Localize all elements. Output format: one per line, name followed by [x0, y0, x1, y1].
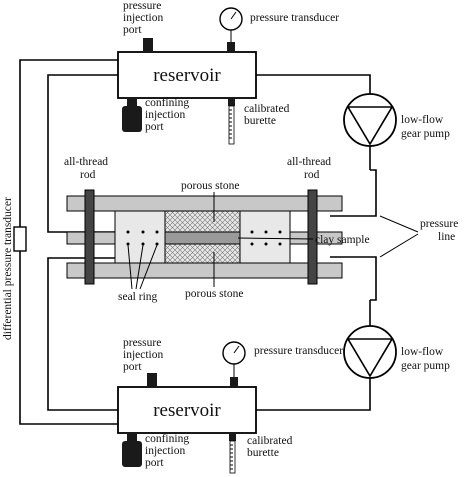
differential-pressure-transducer-label: differential pressure transducer: [2, 197, 14, 340]
pressure-line-label-2: line: [438, 231, 455, 243]
pump-bottom-label-1: low-flow: [401, 346, 444, 358]
confining-port-bottom-label-3: port: [145, 457, 164, 469]
clay-sample: [164, 231, 241, 245]
pressure-injection-port-bottom-label-2: injection: [123, 349, 163, 361]
burette-top-label-1: calibrated: [244, 103, 290, 115]
reservoir-bottom: [117, 386, 257, 434]
pressure-injection-port-bottom: [147, 373, 157, 387]
all-thread-rod-right: [307, 189, 318, 285]
porous-stone-bottom: [164, 243, 241, 264]
bottom-plate: [66, 262, 343, 279]
confining-port-top-label-1: confining: [145, 97, 189, 109]
confining-port-bottom-label-1: confining: [145, 433, 189, 445]
burette-top-label-2: burette: [244, 115, 276, 127]
confining-port-bottom-label-2: injection: [145, 445, 185, 457]
pressure-transducer-bottom-stem: [230, 377, 238, 387]
pressure-injection-port-top-label-3: port: [123, 24, 142, 36]
pressure-injection-port-top-label-2: injection: [123, 12, 163, 24]
pressure-injection-port-top: [143, 38, 153, 52]
porous-stone-top-label: porous stone: [181, 180, 239, 192]
burette-bottom-label-2: burette: [247, 447, 279, 459]
porous-stone-top: [164, 210, 241, 233]
reservoir-top-label: reservoir: [153, 65, 221, 86]
pump-top-triangle: [346, 106, 394, 146]
confining-port-top-label-3: port: [145, 121, 164, 133]
pressure-injection-port-bottom-label-1: pressure: [123, 337, 161, 349]
differential-pressure-transducer-box: [13, 226, 27, 252]
burette-bottom-label-1: calibrated: [247, 435, 293, 447]
confining-port-top-label-2: injection: [145, 109, 185, 121]
clay-sample-label: clay sample: [315, 234, 370, 246]
pressure-transducer-bottom-label-1: pressure transducer: [254, 345, 343, 357]
pump-top-label-2: gear pump: [401, 128, 450, 140]
pressure-injection-port-top-label-1: pressure: [123, 0, 161, 12]
seal-rings: [126, 230, 282, 246]
pump-top-label-1: low-flow: [401, 114, 444, 126]
reservoir-bottom-label: reservoir: [153, 400, 221, 421]
pressure-line-bottom: [330, 256, 377, 301]
pressure-line-label-1: pressure: [420, 218, 458, 230]
porous-stone-bottom-label: porous stone: [185, 288, 243, 300]
pressure-line-top: [330, 169, 377, 217]
confining-injection-port-top: [122, 106, 142, 132]
rod-right-label-2: rod: [304, 169, 320, 181]
top-plate: [66, 195, 343, 212]
seal-ring-label: seal ring: [118, 291, 158, 303]
pump-bottom-triangle: [346, 338, 394, 378]
rod-right-label-1: all-thread: [287, 156, 331, 168]
pressure-injection-port-bottom-label-3: port: [123, 361, 142, 373]
all-thread-rod-left: [84, 189, 95, 285]
rod-left-label-2: rod: [80, 169, 96, 181]
pump-bottom-label-2: gear pump: [401, 360, 450, 372]
confining-injection-port-bottom: [122, 441, 142, 467]
pressure-transducer-top-label: pressure transducer: [250, 12, 339, 24]
rod-left-label-1: all-thread: [64, 156, 108, 168]
calibrated-burette-top: [228, 105, 235, 145]
pressure-transducer-top-stem: [227, 42, 235, 52]
